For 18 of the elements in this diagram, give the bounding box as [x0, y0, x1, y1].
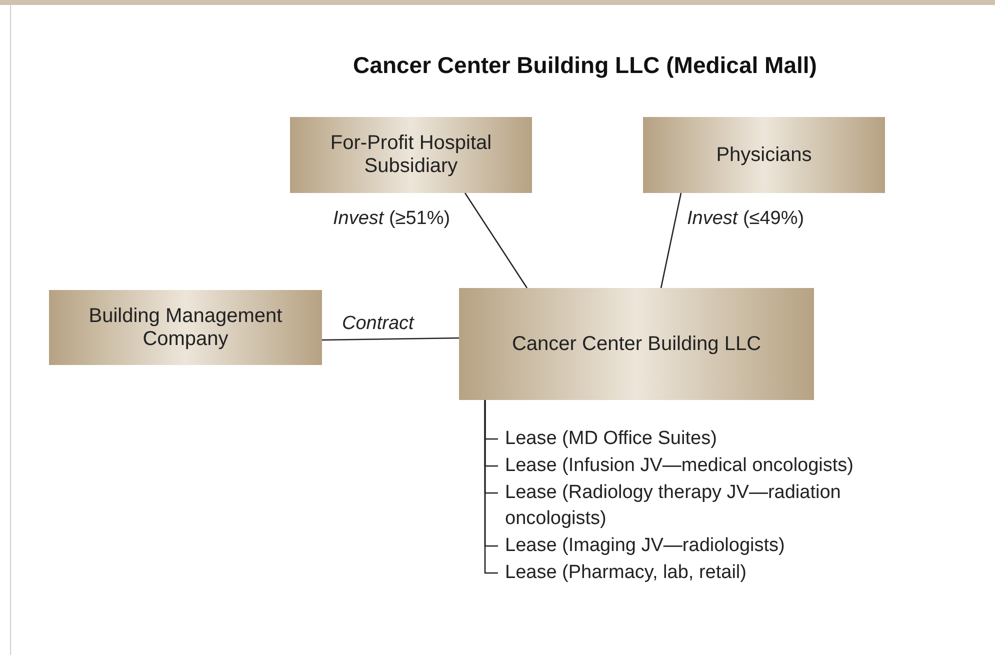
lease-text: Lease (Radiology therapy JV—radiation oncologists) [505, 480, 925, 532]
lease-text: Lease (Pharmacy, lab, retail) [505, 560, 935, 586]
lease-text: Lease (Imaging JV—radiologists) [505, 533, 935, 559]
lease-text: Lease (MD Office Suites) [505, 426, 935, 452]
node-text: Physicians [716, 144, 812, 166]
node-text: Cancer Center Building LLC [512, 332, 762, 356]
entity-box [459, 288, 814, 400]
connector-line [322, 337, 459, 341]
entity-box [290, 117, 532, 193]
node-text: For-Profit Hospital Subsidiary [329, 132, 493, 178]
entity-box [643, 117, 885, 193]
lease-text: Lease (Infusion JV—medical oncologists) [505, 453, 935, 479]
connector-line [464, 192, 528, 288]
connector-line [660, 192, 682, 288]
node-text: Building Management Company [88, 304, 284, 350]
connector-line [484, 400, 498, 574]
entity-box [49, 290, 322, 365]
diagram-title: Cancer Center Building LLC (Medical Mall) [352, 52, 818, 79]
